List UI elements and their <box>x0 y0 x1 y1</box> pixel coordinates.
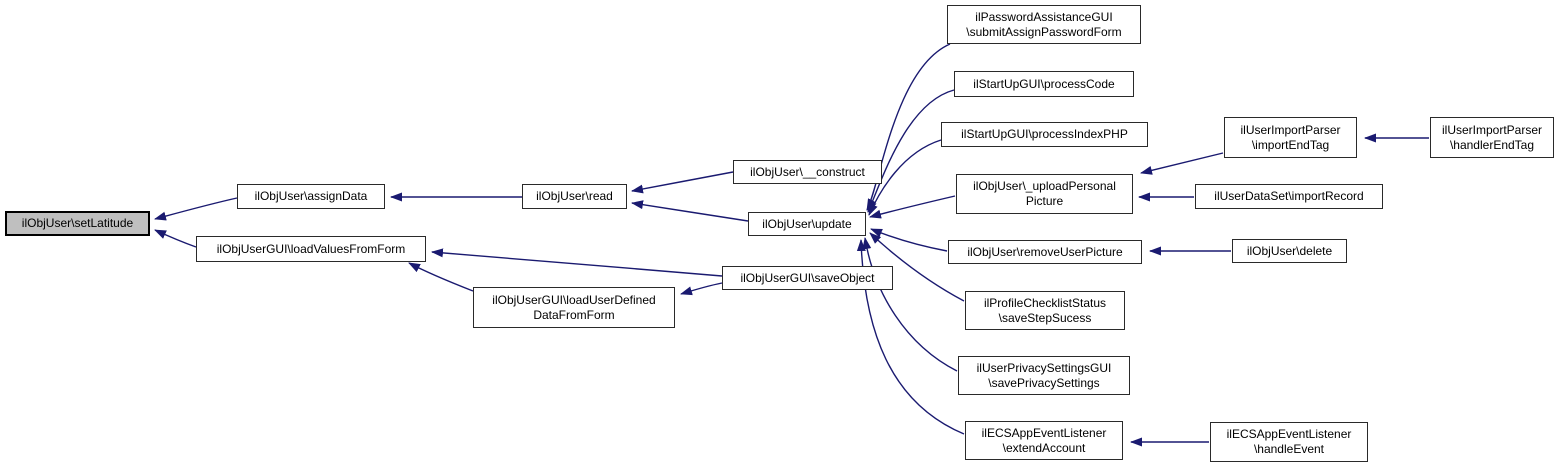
graph-node-importRecord[interactable]: ilUserDataSet\importRecord <box>1195 184 1383 209</box>
graph-node-loadValuesFromForm[interactable]: ilObjUserGUI\loadValuesFromForm <box>196 236 426 262</box>
graph-node-savePrivacySettings[interactable]: ilUserPrivacySettingsGUI \savePrivacySet… <box>958 356 1130 395</box>
edge-importEndTag-to-uploadPersonalPicture <box>1140 152 1224 175</box>
graph-node-handleEvent[interactable]: ilECSAppEventListener \handleEvent <box>1210 422 1368 462</box>
graph-node-saveStepSucess[interactable]: ilProfileChecklistStatus \saveStepSucess <box>965 291 1125 330</box>
edge-loadUserDefined-to-loadValuesFromForm <box>408 262 474 292</box>
graph-node-construct[interactable]: ilObjUser\__construct <box>733 160 882 184</box>
graph-node-assignData[interactable]: ilObjUser\assignData <box>237 184 385 209</box>
edge-submitAssignPasswordForm-to-update <box>866 43 951 211</box>
edge-loadValuesFromForm-to-setLatitude <box>154 229 197 248</box>
graph-node-loadUserDefined[interactable]: ilObjUserGUI\loadUserDefined DataFromFor… <box>473 287 675 328</box>
graph-node-update[interactable]: ilObjUser\update <box>748 212 866 236</box>
edge-removeUserPicture-to-update <box>870 228 948 252</box>
graph-node-uploadPersonalPicture[interactable]: ilObjUser\_uploadPersonal Picture <box>956 174 1133 214</box>
graph-node-processCode[interactable]: ilStartUpGUI\processCode <box>954 71 1134 97</box>
edge-construct-to-read <box>631 171 734 194</box>
edge-update-to-read <box>631 200 749 222</box>
graph-node-setLatitude[interactable]: ilObjUser\setLatitude <box>5 211 150 236</box>
graph-node-read[interactable]: ilObjUser\read <box>522 184 627 209</box>
graph-node-delete[interactable]: ilObjUser\delete <box>1232 239 1347 263</box>
graph-node-saveObject[interactable]: ilObjUserGUI\saveObject <box>722 266 893 290</box>
graph-node-handlerEndTag[interactable]: ilUserImportParser \handlerEndTag <box>1430 117 1554 158</box>
edge-savePrivacySettings-to-update <box>862 237 958 372</box>
graph-node-processIndexPHP[interactable]: ilStartUpGUI\processIndexPHP <box>941 122 1148 147</box>
graph-node-importEndTag[interactable]: ilUserImportParser \importEndTag <box>1224 117 1357 158</box>
graph-node-removeUserPicture[interactable]: ilObjUser\removeUserPicture <box>948 240 1142 264</box>
edge-saveObject-to-loadUserDefined <box>680 282 723 296</box>
graph-node-extendAccount[interactable]: ilECSAppEventListener \extendAccount <box>965 421 1123 460</box>
edge-processCode-to-update <box>867 89 955 213</box>
edge-assignData-to-setLatitude <box>154 197 238 221</box>
edge-uploadPersonalPicture-to-update <box>869 195 956 219</box>
edge-saveObject-to-loadValuesFromForm <box>431 248 723 277</box>
graph-node-submitAssignPasswordForm[interactable]: ilPasswordAssistanceGUI \submitAssignPas… <box>947 5 1141 44</box>
